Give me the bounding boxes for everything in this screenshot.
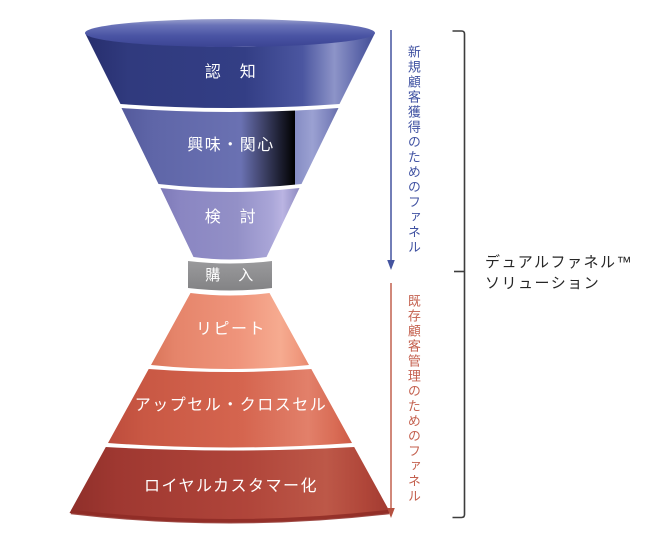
arrow-down-icon [387,260,395,270]
solution-label-line2: ソリューション [485,275,601,292]
stage-label-consideration: 検 討 [205,208,258,226]
bottom-funnel-arrow [387,283,395,518]
solution-label: デュアルファネル™ ソリューション [485,252,633,294]
top-funnel-arrow [387,30,395,270]
funnel-stage-awareness [85,33,375,108]
funnel-stage-repeat [151,293,309,369]
bottom-funnel-annotation: 既存顧客管理のためのファネル [405,294,421,504]
top-funnel [85,19,375,260]
bottom-funnel [69,293,391,524]
stage-label-loyal-customer: ロイヤルカスタマー化 [144,477,318,495]
purchase-band [188,261,272,291]
funnel-mouth-ellipse [85,19,375,47]
solution-label-line1: デュアルファネル™ [485,254,634,271]
stage-label-upsell-cross-sell: アップセル・クロスセル [135,396,328,414]
stage-label-awareness: 認 知 [205,63,258,81]
funnel-stage-interest [121,108,339,188]
stage-label-repeat: リピート [196,321,266,338]
funnel-stage-upsell-cross-sell [108,369,352,448]
funnel-stage-loyal-customer [69,447,391,523]
funnel-stage-consideration [160,188,300,260]
stage-label-interest: 興味・関心 [187,136,275,154]
stage-label-purchase: 購 入 [205,267,255,284]
solution-bracket [452,30,466,519]
arrow-down-icon [387,508,395,518]
funnel-bottom-rim [70,509,390,524]
top-funnel-annotation: 新規顧客獲得のためのファネル [405,45,421,255]
